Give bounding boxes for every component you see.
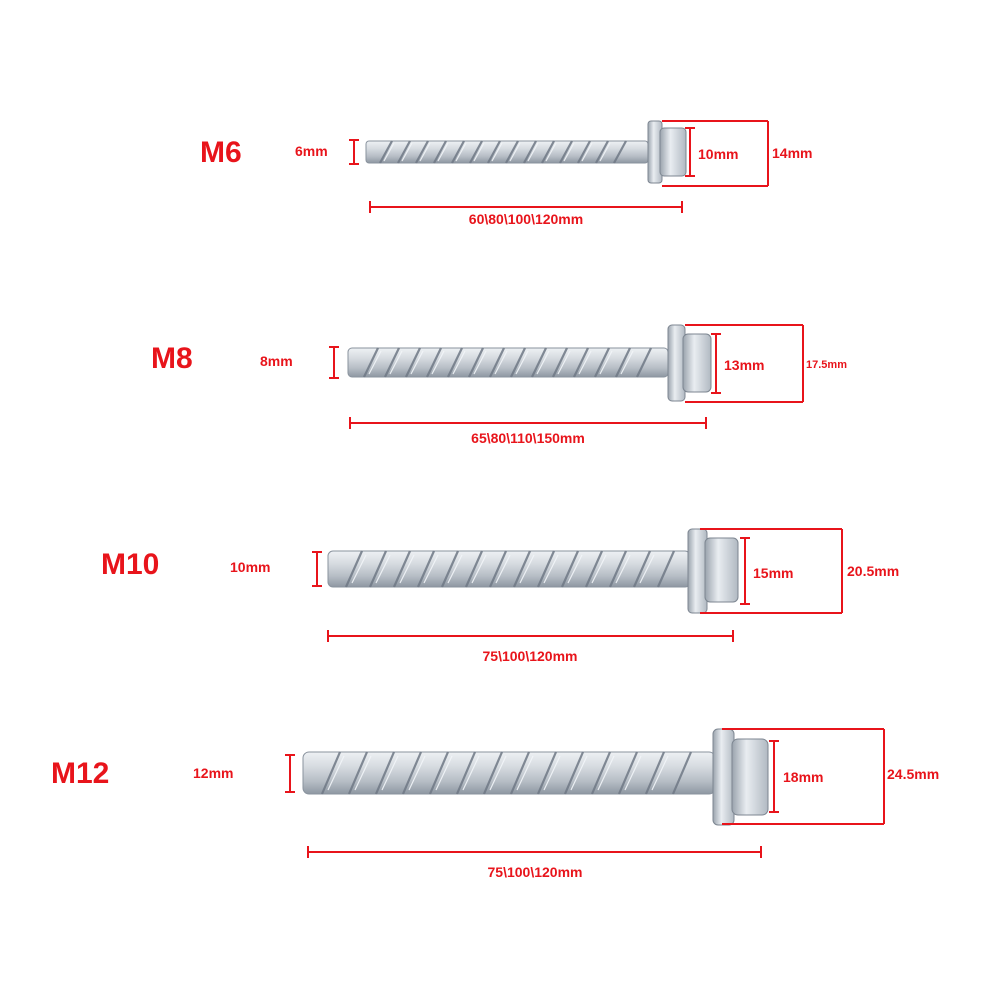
shank-diameter-marker-m10 xyxy=(312,551,322,587)
head-outer-label-m12: 24.5mm xyxy=(887,766,939,782)
head-outer-marker-m10 xyxy=(700,528,843,614)
size-label-m6: M6 xyxy=(200,136,242,169)
length-marker-m10 xyxy=(327,630,734,642)
length-label-m6: 60\80\100\120mm xyxy=(469,211,583,227)
length-marker-m12 xyxy=(307,846,762,858)
shank-diameter-label-m8: 8mm xyxy=(260,353,293,369)
screw-body-m6 xyxy=(365,120,687,184)
screw-body-m10 xyxy=(327,528,739,614)
screw-m6: M6 6mm 10mm 14mm xyxy=(200,120,812,227)
head-outer-marker-m12 xyxy=(722,728,885,825)
length-marker-m6 xyxy=(369,201,683,213)
screw-m12: M12 12mm 18mm 24.5mm xyxy=(51,728,939,880)
head-inner-marker-m12 xyxy=(769,740,779,813)
head-outer-marker-m8 xyxy=(685,324,804,403)
length-label-m12: 75\100\120mm xyxy=(488,864,583,880)
head-outer-marker-m6 xyxy=(662,120,769,187)
head-outer-label-m6: 14mm xyxy=(772,145,812,161)
shank-diameter-marker-m12 xyxy=(285,754,295,793)
head-inner-label-m10: 15mm xyxy=(753,565,793,581)
size-label-m12: M12 xyxy=(51,757,109,790)
screw-m8: M8 8mm 13mm 17.5mm xyxy=(151,324,847,446)
screw-body-m8 xyxy=(347,324,712,402)
size-label-m8: M8 xyxy=(151,342,193,375)
shank-diameter-marker-m6 xyxy=(349,139,359,165)
head-outer-label-m10: 20.5mm xyxy=(847,563,899,579)
length-label-m8: 65\80\110\150mm xyxy=(471,430,585,446)
head-inner-label-m6: 10mm xyxy=(698,146,738,162)
length-label-m10: 75\100\120mm xyxy=(483,648,578,664)
shank-diameter-marker-m8 xyxy=(329,346,339,379)
head-inner-marker-m6 xyxy=(685,127,695,177)
screw-m10: M10 10mm 15mm 20.5mm xyxy=(101,528,899,664)
head-inner-label-m8: 13mm xyxy=(724,357,764,373)
shank-diameter-label-m10: 10mm xyxy=(230,559,270,575)
shank-diameter-label-m6: 6mm xyxy=(295,143,328,159)
head-inner-marker-m8 xyxy=(711,333,721,394)
head-inner-marker-m10 xyxy=(740,537,750,605)
shank-diameter-label-m12: 12mm xyxy=(193,765,233,781)
size-label-m10: M10 xyxy=(101,548,159,581)
head-inner-label-m12: 18mm xyxy=(783,769,823,785)
screw-body-m12 xyxy=(302,728,769,826)
head-outer-label-m8: 17.5mm xyxy=(806,359,847,371)
length-marker-m8 xyxy=(349,417,707,429)
